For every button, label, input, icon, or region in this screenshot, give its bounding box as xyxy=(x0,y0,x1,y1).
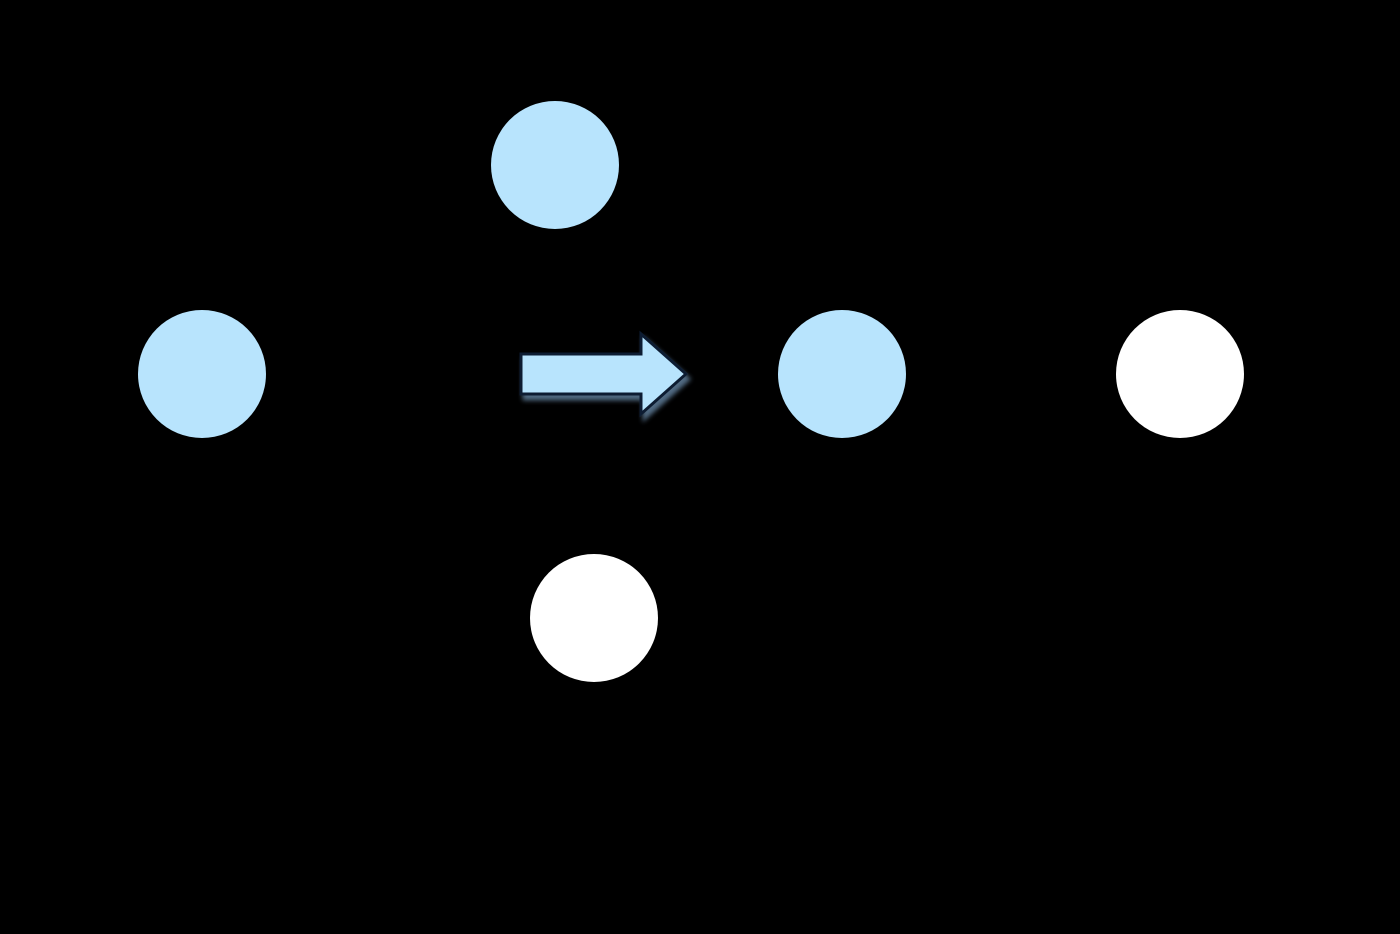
node-right xyxy=(1116,310,1244,438)
right-arrow-icon xyxy=(519,330,689,418)
node-center xyxy=(778,310,906,438)
node-bottom xyxy=(530,554,658,682)
node-left xyxy=(138,310,266,438)
node-top xyxy=(491,101,619,229)
